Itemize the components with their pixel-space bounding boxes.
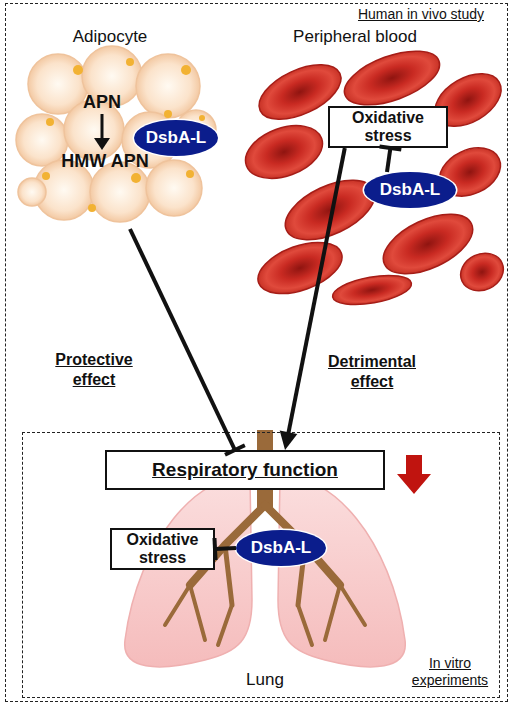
red-blood-cell (337, 40, 446, 116)
arrow-head (280, 431, 298, 450)
connector (380, 146, 402, 172)
connector-line (130, 229, 235, 450)
dsba-l-ellipse: DsbA-L (364, 172, 456, 208)
node-label: DsbA-L (380, 180, 440, 200)
node-label: DsbA-L (146, 128, 206, 148)
lipid-dot (126, 58, 134, 66)
lipid-dot (186, 170, 194, 178)
fat-cell (18, 178, 46, 206)
fat-cell (146, 160, 202, 216)
bronchi (165, 505, 365, 645)
node-label: In vitro experiments (404, 655, 496, 689)
lipid-dot (164, 110, 172, 118)
red-blood-cells (238, 40, 510, 310)
connector (214, 538, 236, 560)
arrow-shaft (101, 114, 104, 140)
lipid-dot (73, 65, 83, 75)
lipid-dot (181, 65, 191, 75)
connector (280, 148, 345, 450)
red-blood-cell (454, 246, 509, 297)
adipocyte-cells (16, 46, 216, 222)
arrow-head (94, 138, 110, 150)
node-label: Peripheral blood (275, 27, 435, 47)
node-label: HMW APN (50, 151, 160, 173)
node-label: DsbA-L (251, 538, 311, 558)
bronchus (225, 545, 232, 605)
lung-lobe (278, 477, 405, 666)
stress-box: Oxidative stress (328, 106, 448, 148)
connector-line (215, 548, 236, 549)
decrease-arrow (397, 455, 431, 494)
edge-label: Protective effect (52, 350, 136, 390)
connector (130, 229, 245, 455)
connector-line (387, 148, 390, 172)
lipid-dot (46, 118, 54, 126)
red-blood-cell (276, 168, 383, 252)
fat-cell (136, 54, 200, 118)
adipocyte-group: AdipocyteAPN HMW APN DsbA-L (20, 24, 215, 229)
node-label: Lung (235, 670, 295, 690)
apn-arrow (94, 114, 110, 150)
node-label: Human in vivo study (340, 6, 502, 23)
dsba-l-ellipse: DsbA-L (134, 120, 218, 156)
node-label: Respiratory function (152, 459, 338, 481)
node-label: Adipocyte (60, 27, 160, 47)
bronchus (298, 585, 365, 645)
lipid-dot (88, 204, 96, 212)
red-blood-cell (330, 270, 413, 309)
lipid-dot (199, 115, 205, 121)
function-box: Respiratory function (105, 450, 385, 490)
lipid-dot (131, 173, 141, 183)
edge-label: Detrimental effect (322, 352, 422, 392)
blood-group: Peripheral bloodOxidative stressDsbA-L (252, 24, 502, 304)
lung-lobe (125, 477, 252, 666)
red-blood-cell (238, 116, 330, 188)
stress-box: Oxidative stress (110, 528, 215, 570)
bronchus (165, 585, 232, 645)
node-label: APN (72, 92, 132, 114)
in-vitro-frame: In vitro experiments Respiratory function… (22, 432, 500, 698)
lipid-dot (42, 172, 50, 180)
connector-line (288, 148, 345, 436)
dsba-l-ellipse: DsbA-L (236, 530, 326, 566)
node-label: Oxidative stress (338, 109, 438, 146)
fat-cell (16, 114, 68, 166)
node-label: Oxidative stress (120, 531, 205, 568)
